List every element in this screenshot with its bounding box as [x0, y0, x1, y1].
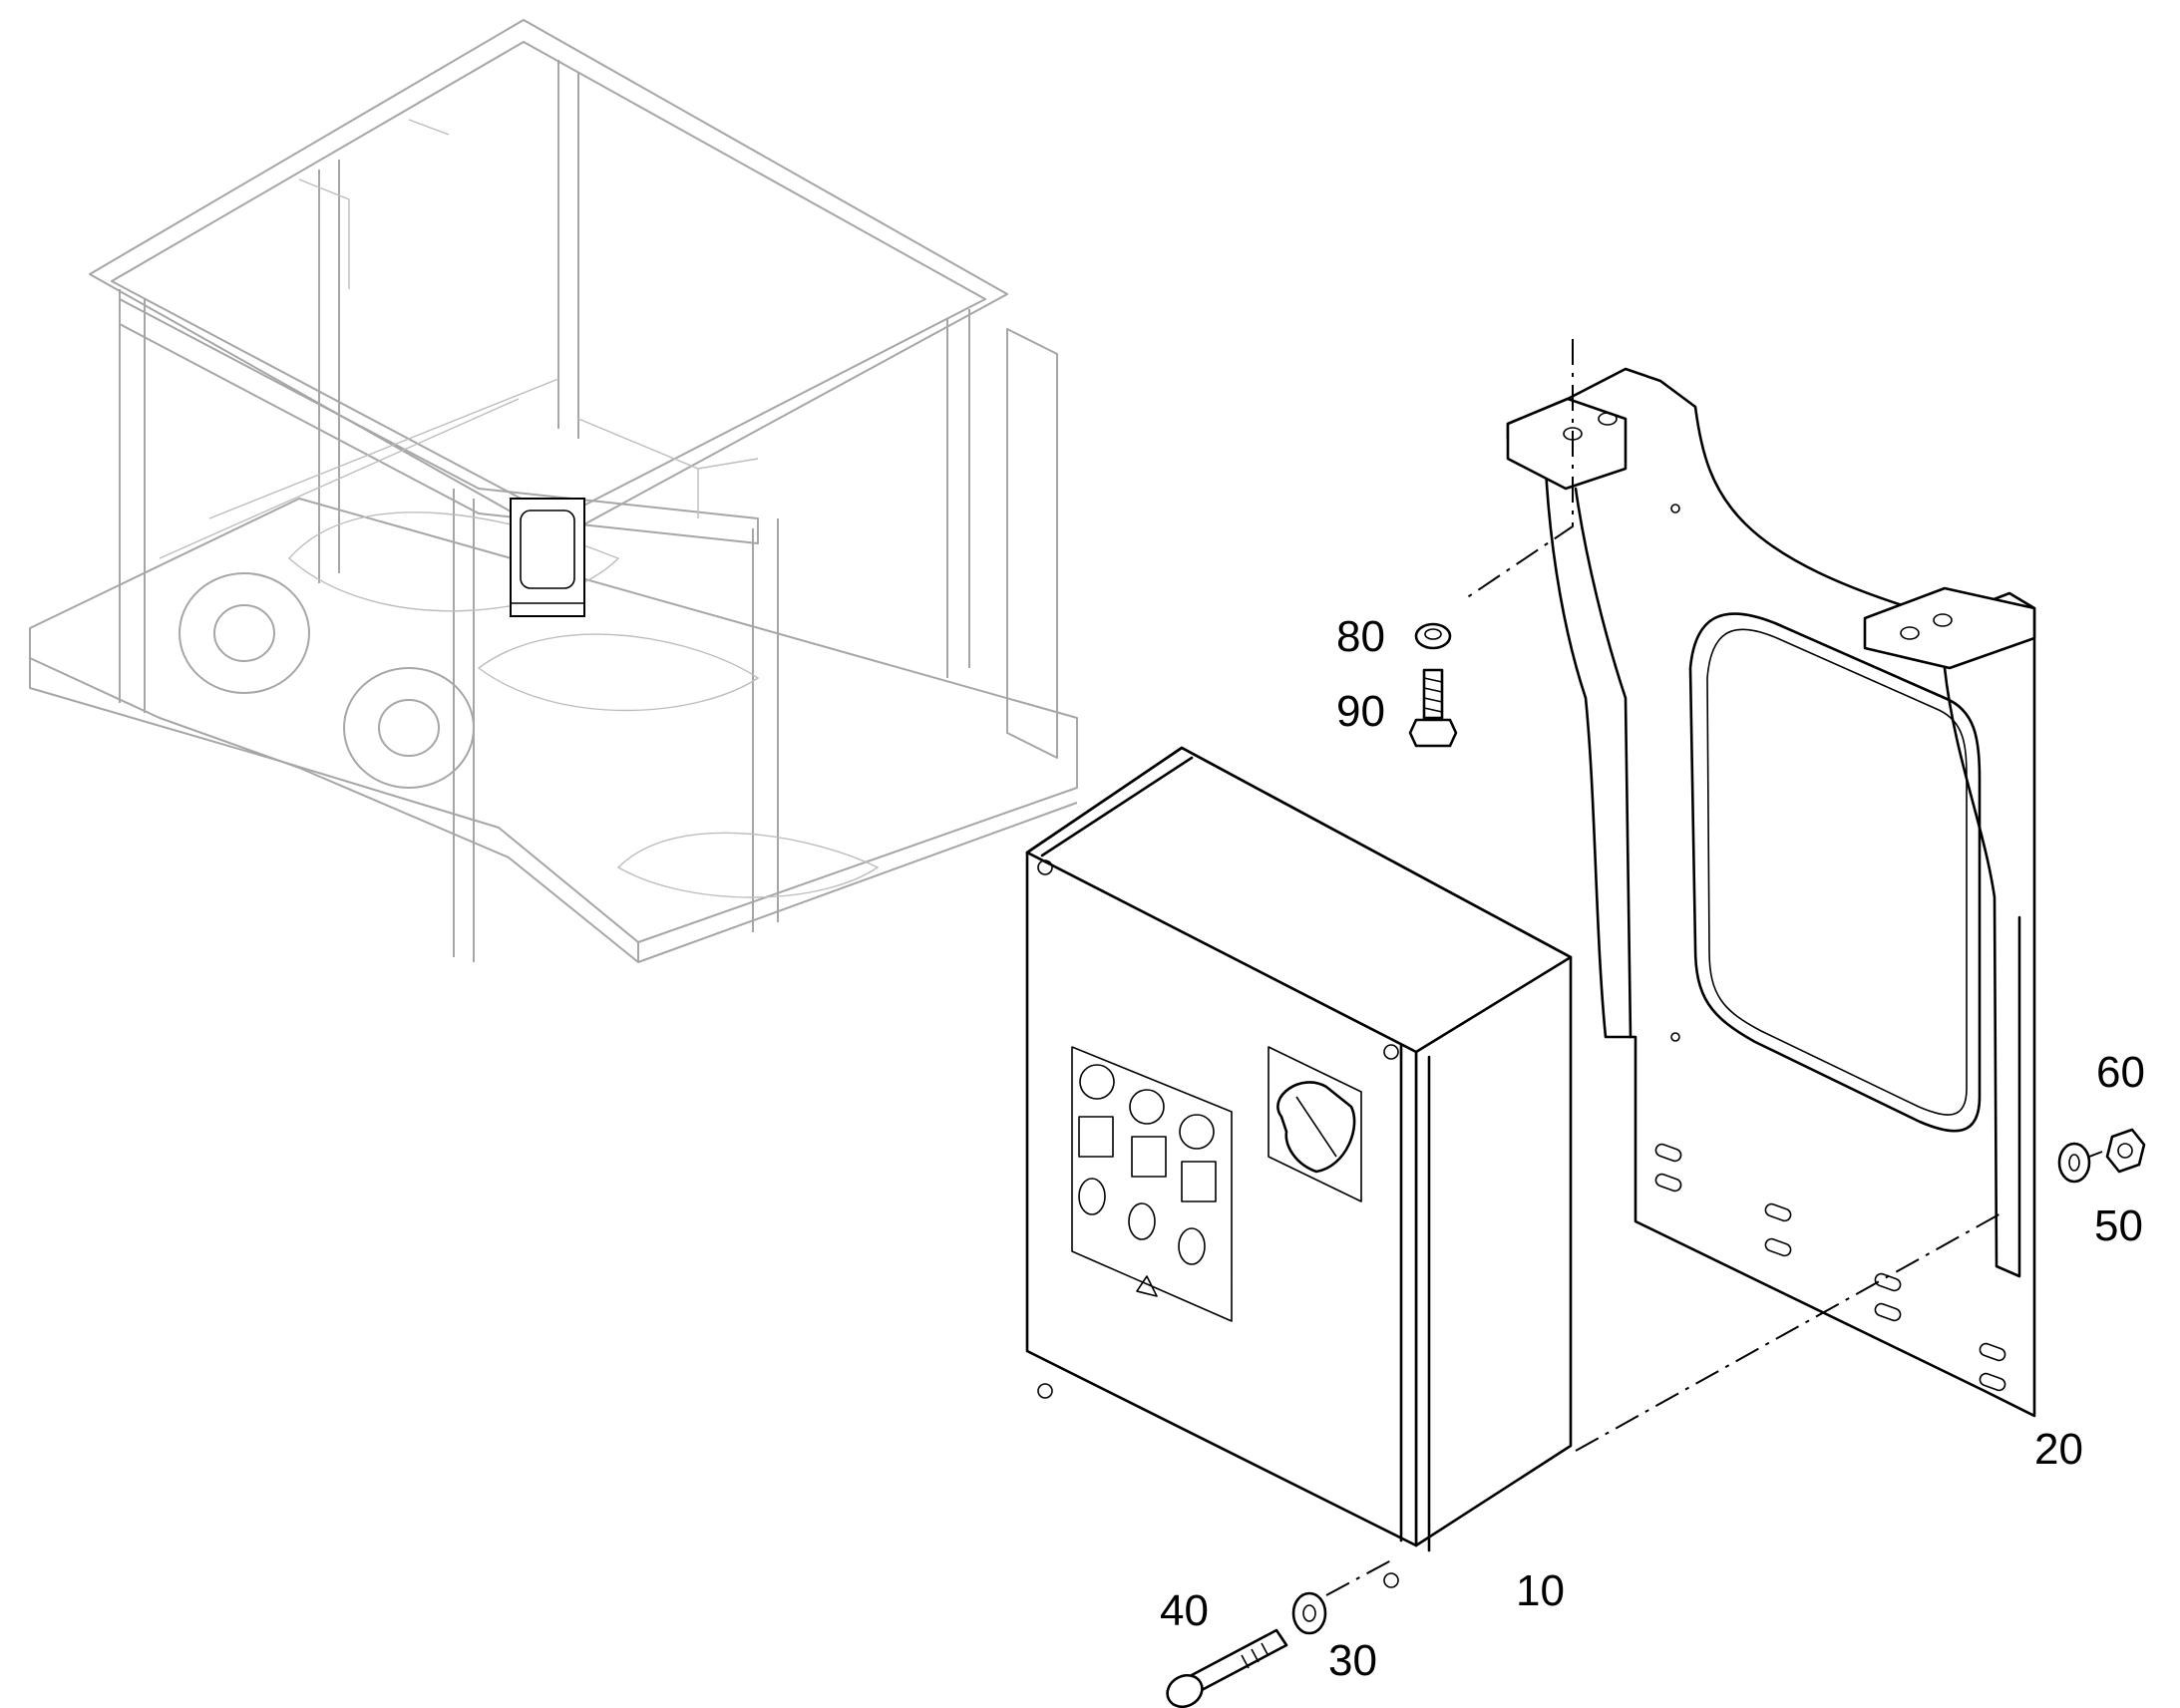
label-washer-top: 80	[1336, 612, 1385, 661]
nut	[2105, 1128, 2146, 1174]
bolt	[1408, 668, 1458, 748]
washer-bracket	[2057, 1142, 2091, 1184]
label-washer-box: 30	[1328, 1636, 1377, 1685]
washer-top	[1414, 622, 1452, 650]
assembly-lines	[1325, 339, 2103, 1596]
screw-box	[1166, 1628, 1288, 1708]
label-mounting-bracket: 20	[2034, 1425, 2083, 1474]
machine-frame-context	[29, 19, 1078, 963]
label-screw-box: 40	[1160, 1586, 1209, 1635]
label-bolt: 90	[1336, 687, 1385, 736]
label-nut: 60	[2096, 1048, 2145, 1097]
label-control-box: 10	[1516, 1566, 1565, 1615]
label-washer-bracket: 50	[2094, 1201, 2143, 1250]
part-labels: 10 20 30 40 50 60 80 90	[1160, 612, 2145, 1685]
mounting-bracket	[1506, 367, 2036, 1418]
control-box	[1025, 746, 1573, 1588]
mounted-box-location	[510, 498, 585, 617]
washer-box	[1291, 1591, 1327, 1635]
